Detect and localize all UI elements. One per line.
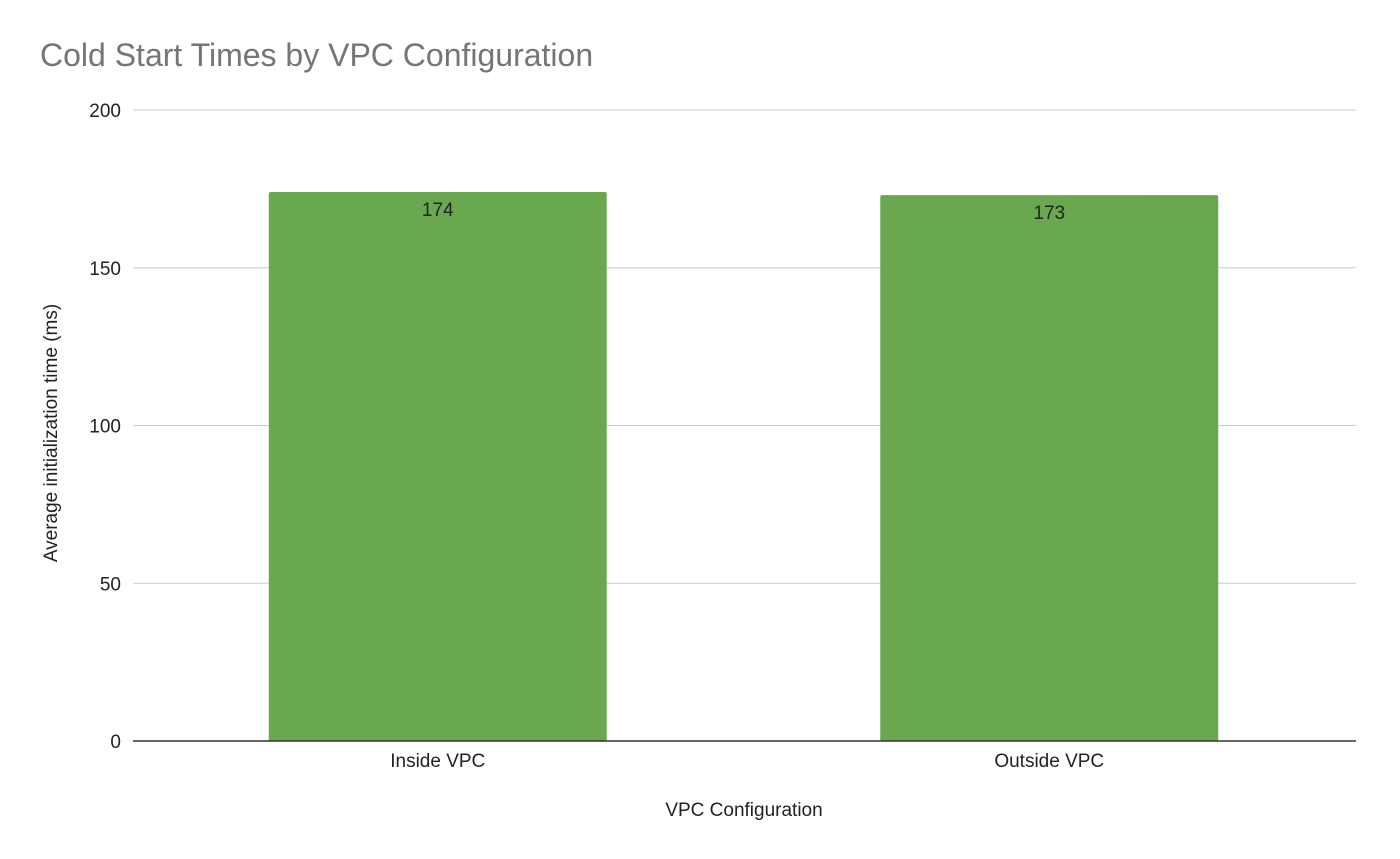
bar-outside-vpc (880, 195, 1219, 741)
y-tick-label: 0 (110, 732, 121, 753)
y-tick-label: 150 (89, 259, 121, 280)
y-tick-label: 200 (89, 101, 121, 122)
bar-inside-vpc (268, 192, 607, 741)
x-axis-ticks: Inside VPC Outside VPC (390, 751, 1104, 772)
x-tick-label: Inside VPC (390, 751, 485, 772)
x-axis-title: VPC Configuration (665, 800, 822, 821)
data-label: 173 (1033, 203, 1065, 224)
data-label: 174 (422, 200, 454, 221)
x-tick-label: Outside VPC (994, 751, 1104, 772)
y-axis-title: Average initialization time (ms) (41, 304, 62, 562)
chart-title: Cold Start Times by VPC Configuration (40, 37, 593, 73)
data-labels: 174 173 (422, 200, 1065, 224)
bars (268, 192, 1219, 741)
y-axis-ticks: 0 50 100 150 200 (89, 101, 121, 753)
y-tick-label: 100 (89, 417, 121, 438)
y-tick-label: 50 (100, 574, 121, 595)
